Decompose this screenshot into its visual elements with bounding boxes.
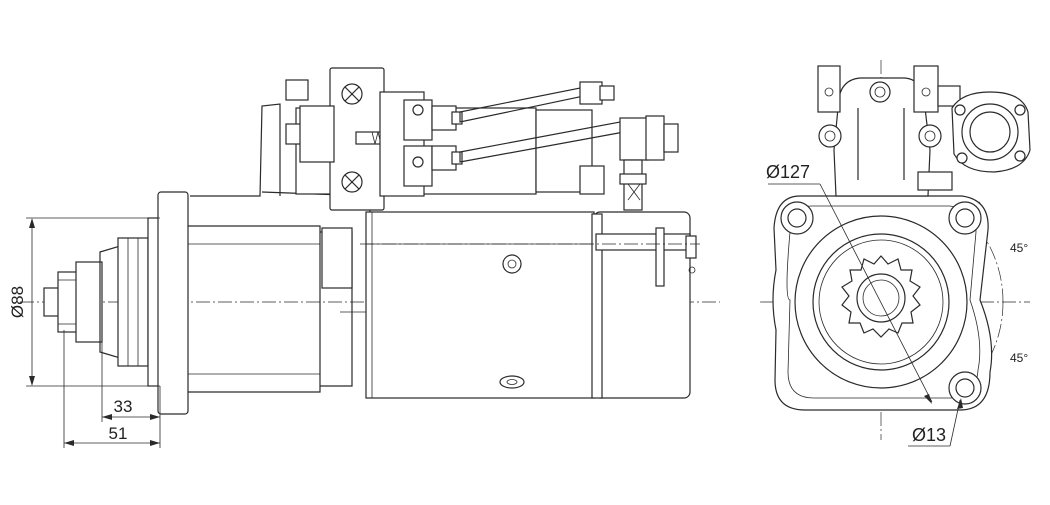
bracket-right-ear [937,85,961,107]
cover-band [591,213,603,399]
dim-diameter-88: Ø88 [8,286,27,318]
strap-terminal-upper [579,81,603,105]
pinion-collar [75,261,103,343]
plate-screw-bottom [341,171,363,193]
pinion-gear-front [841,255,921,338]
solenoid-bracket [190,103,281,197]
terminal-lug-front [917,171,953,191]
terminal-nut-lower [431,145,457,171]
nut-washer-lower [451,151,463,165]
yoke-screw-top [502,254,522,274]
ground-lead-clamp [619,173,647,185]
dim-angle-top: 45° [1010,241,1028,255]
pinion-nose [43,237,149,367]
dim-diameter-127: Ø127 [766,162,810,182]
plate-screw-top [341,83,363,105]
bracket-left-front [817,65,841,113]
strap-nut-upper [599,85,615,101]
terminal-top-left [285,79,309,101]
solenoid-walls [857,108,905,180]
housing-inner-ring [812,233,950,371]
front-dimensions: Ø127 Ø13 45° 45° [766,162,1028,447]
drive-housing [188,225,321,393]
dim-angle-bottom: 45° [1010,351,1028,365]
housing-boss [321,227,353,289]
nose-flange [117,237,149,367]
strap-nut-lower [645,115,665,161]
housing-outer-ring [794,215,968,389]
terminal-stud [685,235,697,259]
pinion-hub-front [856,273,906,323]
solenoid-left-boss [818,124,842,148]
side-view [20,67,720,415]
side-dimensions: Ø88 33 51 [8,217,161,448]
pinion-gear [57,271,79,333]
dim-length-51: 51 [109,424,128,443]
solenoid-top-boss [869,81,891,103]
strap-washer-lower [663,123,679,153]
solenoid-foot [579,165,605,195]
through-bolt-nut [655,227,665,287]
strap-terminal-lower [619,117,649,161]
yoke-screw-bottom [499,375,525,389]
nut-washer-upper [451,111,463,125]
solenoid-right-boss [918,124,942,148]
front-view [760,60,1031,440]
housing-bore [818,239,944,365]
bracket-right-front [913,65,939,113]
mounting-flange [157,191,189,415]
solenoid-plunger-end [299,105,335,163]
motor-yoke [365,211,595,399]
bolt-hole-bottom-right [948,371,982,405]
dim-length-33: 33 [114,397,133,416]
bolt-hole-top-right [948,201,982,235]
through-bolt-head [595,233,691,251]
dim-diameter-13: Ø13 [912,425,946,445]
ground-lead [623,159,643,211]
bolt-hole-top-left [780,201,814,235]
